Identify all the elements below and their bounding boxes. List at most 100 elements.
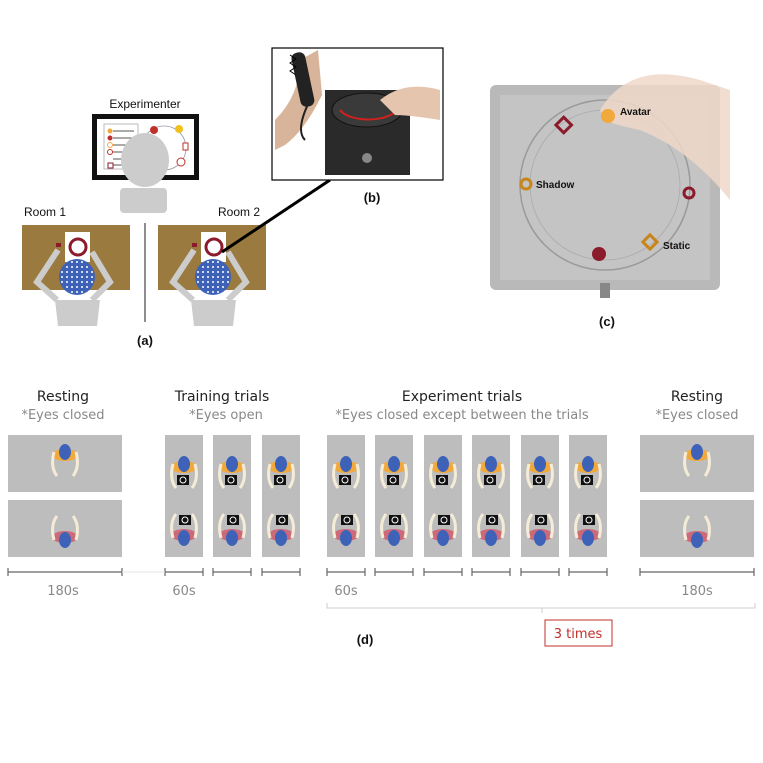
static-label: Static xyxy=(663,241,691,252)
left-arm xyxy=(275,50,322,150)
trial-panel xyxy=(424,435,462,557)
eeg-cap xyxy=(275,530,287,546)
timeline-segment xyxy=(212,568,252,576)
device-icon xyxy=(387,475,399,485)
hand xyxy=(600,74,730,200)
device-icon xyxy=(341,515,353,525)
right-hand xyxy=(380,86,440,120)
caption-c: (c) xyxy=(599,314,615,329)
phase-note: *Eyes closed xyxy=(655,408,738,423)
room1-label: Room 1 xyxy=(24,205,66,219)
shadow-marker xyxy=(519,177,533,191)
eeg-cap xyxy=(437,456,449,472)
timeline-segment xyxy=(374,568,414,576)
eeg-cap xyxy=(388,530,400,546)
eeg-cap xyxy=(485,456,497,472)
device-icon xyxy=(177,475,189,485)
eeg-cap xyxy=(437,530,449,546)
phase-title: Resting xyxy=(671,389,723,405)
device-icon xyxy=(179,515,191,525)
eeg-cap xyxy=(275,456,287,472)
phase-title: Training trials xyxy=(174,389,270,405)
eeg-cap xyxy=(178,456,190,472)
duration-label: 180s xyxy=(47,584,79,599)
device-icon xyxy=(339,475,351,485)
timeline-segment xyxy=(261,568,301,576)
repeat-bracket xyxy=(326,603,756,613)
timeline-segment xyxy=(520,568,560,576)
room2-label: Room 2 xyxy=(218,205,260,219)
trial-panel xyxy=(165,435,203,557)
timeline-segment xyxy=(471,568,511,576)
eeg-cap xyxy=(582,530,594,546)
eeg-cap xyxy=(226,530,238,546)
timeline-segment xyxy=(7,568,123,576)
timeline-segment xyxy=(423,568,463,576)
avatar-marker xyxy=(601,109,615,123)
device-icon xyxy=(227,515,239,525)
eeg-cap xyxy=(534,456,546,472)
phase-title: Resting xyxy=(37,389,89,405)
resting-panel xyxy=(8,435,122,492)
arms xyxy=(33,248,114,303)
panel-a: Experimenter Room 1 Room 2 (a) xyxy=(22,97,331,348)
eeg-cap xyxy=(485,530,497,546)
shadow-label: Shadow xyxy=(536,180,575,191)
device-icon xyxy=(225,475,237,485)
eeg-cap xyxy=(691,532,703,548)
eeg-cap xyxy=(534,530,546,546)
caption-d: (d) xyxy=(357,632,374,647)
eeg-cap xyxy=(388,456,400,472)
eeg-cap xyxy=(178,530,190,546)
device-icon xyxy=(438,515,450,525)
ring-icon xyxy=(68,237,88,257)
experimenter-label: Experimenter xyxy=(109,97,180,111)
body xyxy=(191,300,236,326)
timeline-segment xyxy=(164,568,204,576)
caption-a: (a) xyxy=(137,333,153,348)
trial-panel xyxy=(213,435,251,557)
device-icon xyxy=(535,515,547,525)
ring-icon xyxy=(204,237,224,257)
device-icon xyxy=(436,475,448,485)
panel-b: (b) xyxy=(271,47,444,205)
phase-title: Experiment trials xyxy=(402,389,522,405)
eeg-cap xyxy=(340,530,352,546)
duration-label: 180s xyxy=(681,584,713,599)
repeat-box xyxy=(544,619,613,647)
body xyxy=(55,300,100,326)
connector-line xyxy=(221,178,331,254)
panel-d: Resting *Eyes closed Training trials *Ey… xyxy=(7,389,756,647)
trial-panel xyxy=(327,435,365,557)
eeg-cap xyxy=(59,532,71,548)
eeg-cap xyxy=(226,456,238,472)
trial-panel xyxy=(472,435,510,557)
static-marker xyxy=(640,232,660,252)
experimenter-head xyxy=(121,133,169,187)
device-icon xyxy=(276,515,288,525)
room2-scene xyxy=(158,225,266,326)
phase-note: *Eyes open xyxy=(189,408,263,423)
device-icon xyxy=(389,515,401,525)
duration-label: 60s xyxy=(172,584,196,599)
arms xyxy=(169,248,250,303)
vibration-handle xyxy=(291,52,315,107)
room1-scene xyxy=(22,225,130,326)
trial-panel xyxy=(262,435,300,557)
resting-panel xyxy=(8,500,122,557)
resting-panel xyxy=(640,500,754,557)
trial-panel xyxy=(569,435,607,557)
device-icon xyxy=(484,475,496,485)
caption-b: (b) xyxy=(364,190,381,205)
duration-label: 60s xyxy=(334,584,358,599)
timeline-segment xyxy=(326,568,366,576)
avatar-label: Avatar xyxy=(620,107,651,118)
repeat-label: 3 times xyxy=(554,627,603,642)
trial-panel xyxy=(521,435,559,557)
eeg-cap xyxy=(691,444,703,460)
timeline-segment xyxy=(568,568,608,576)
device-icon xyxy=(274,475,286,485)
eeg-cap xyxy=(582,456,594,472)
device-icon xyxy=(486,515,498,525)
